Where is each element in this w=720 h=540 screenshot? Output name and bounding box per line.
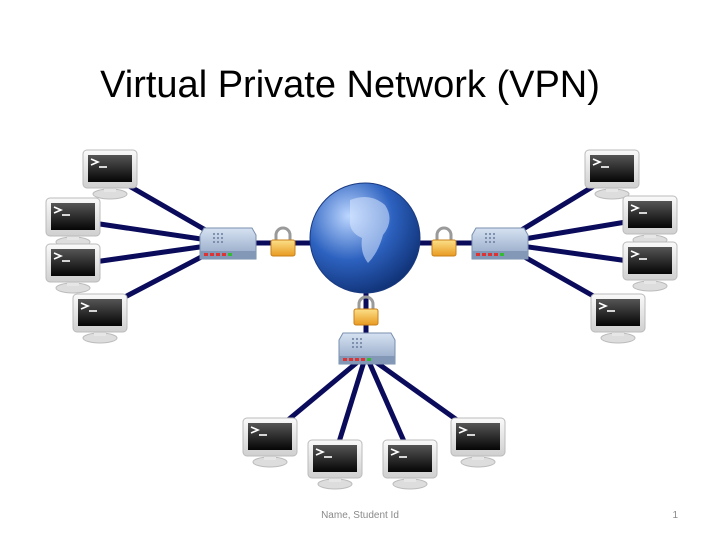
computer-icon [45,243,101,294]
computer-icon [590,293,646,344]
computer-icon [622,195,678,246]
computer-icon [382,439,438,490]
slide-number: 1 [672,510,678,521]
globe-icon [309,182,421,294]
computer-icon [450,417,506,468]
cable [332,354,369,456]
router-icon [471,227,529,260]
computer-icon [45,197,101,248]
computer-icon [307,439,363,490]
router-icon [338,332,396,365]
lock-icon [430,226,458,258]
slide-title: Virtual Private Network (VPN) [100,64,600,106]
router-icon [199,227,257,260]
computer-icon [82,149,138,200]
computer-icon [584,149,640,200]
slide-footer: Name, Student Id [321,510,399,521]
computer-icon [72,293,128,344]
computer-icon [622,241,678,292]
lock-icon [269,226,297,258]
cable [363,353,413,457]
computer-icon [242,417,298,468]
